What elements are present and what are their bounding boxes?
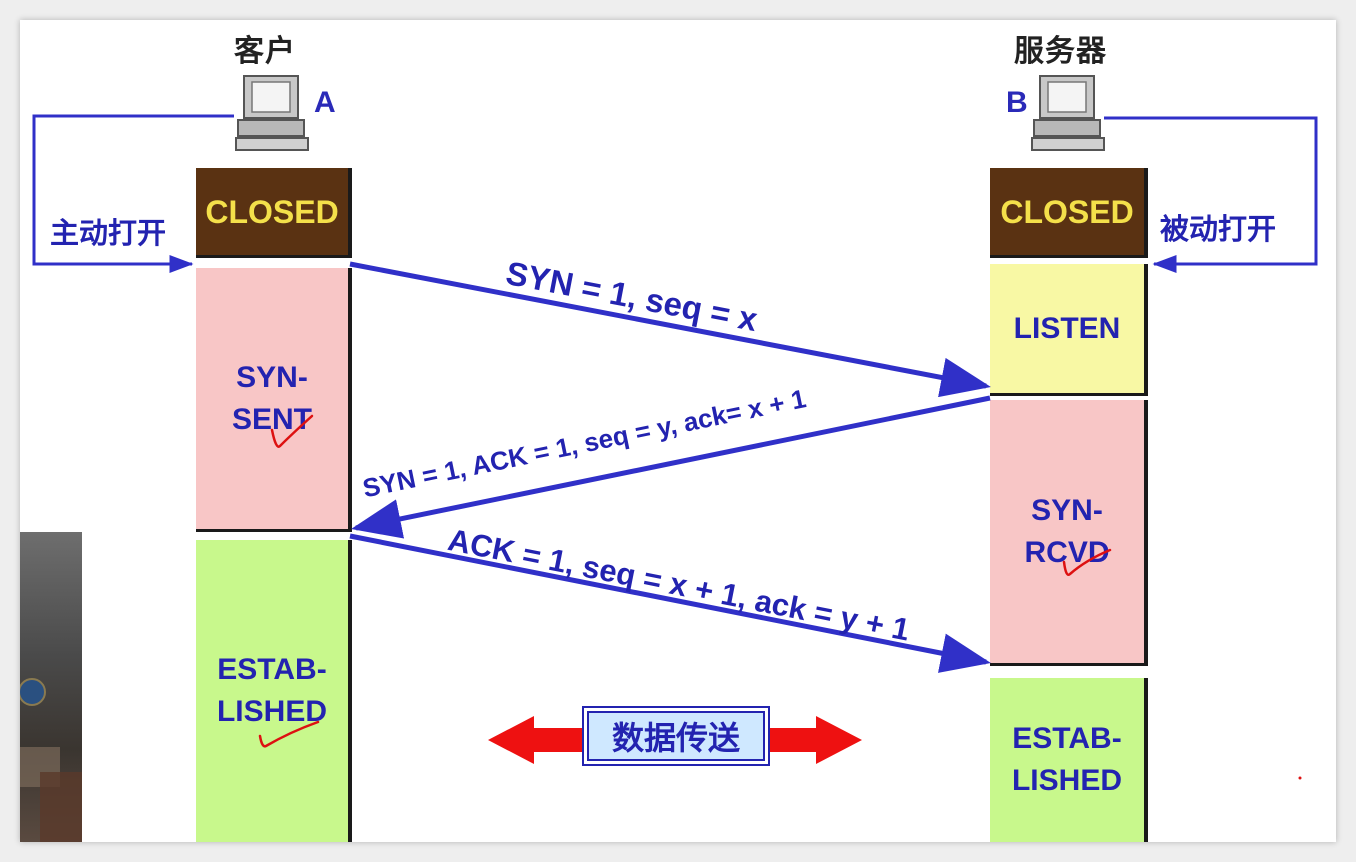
client-open-arrow <box>32 114 234 273</box>
syn-arrow <box>349 261 991 398</box>
checkmark-syn-rcvd <box>1062 548 1112 576</box>
client-state-closed: CLOSED <box>196 168 352 258</box>
server-state-syn-rcvd: SYN- RCVD <box>990 400 1148 666</box>
data-transfer-label: 数据传送 <box>587 711 765 761</box>
client-open-label: 主动打开 <box>50 216 167 250</box>
server-open-arrow <box>1104 116 1318 273</box>
data-transfer-box: 数据传送 <box>582 706 770 766</box>
server-state-closed: CLOSED <box>990 168 1148 258</box>
client-label: 客户 <box>234 34 296 69</box>
client-state-established: ESTAB- LISHED <box>196 540 352 842</box>
webcam-overlay <box>20 532 82 842</box>
diagram-slide: 客户 服务器 A B CLOSED SYN- SENT ESTAB- LISHE… <box>20 20 1336 842</box>
data-arrow-right <box>768 716 862 764</box>
syn-ack-arrow <box>351 395 991 539</box>
checkmark-syn-sent <box>270 414 314 448</box>
checkmark-established <box>258 720 320 748</box>
arrow-layer <box>32 114 1318 780</box>
ack-arrow <box>349 533 991 673</box>
server-open-label: 被动打开 <box>1160 212 1277 246</box>
computer-icon-server <box>1031 75 1105 151</box>
client-letter: A <box>314 86 336 119</box>
client-state-syn-sent: SYN- SENT <box>196 268 352 532</box>
server-label: 服务器 <box>1014 34 1107 69</box>
data-arrow-left <box>488 716 586 764</box>
server-state-established: ESTAB- LISHED <box>990 678 1148 842</box>
server-letter: B <box>1006 86 1028 119</box>
computer-icon-client <box>235 75 309 151</box>
server-state-listen: LISTEN <box>990 264 1148 396</box>
